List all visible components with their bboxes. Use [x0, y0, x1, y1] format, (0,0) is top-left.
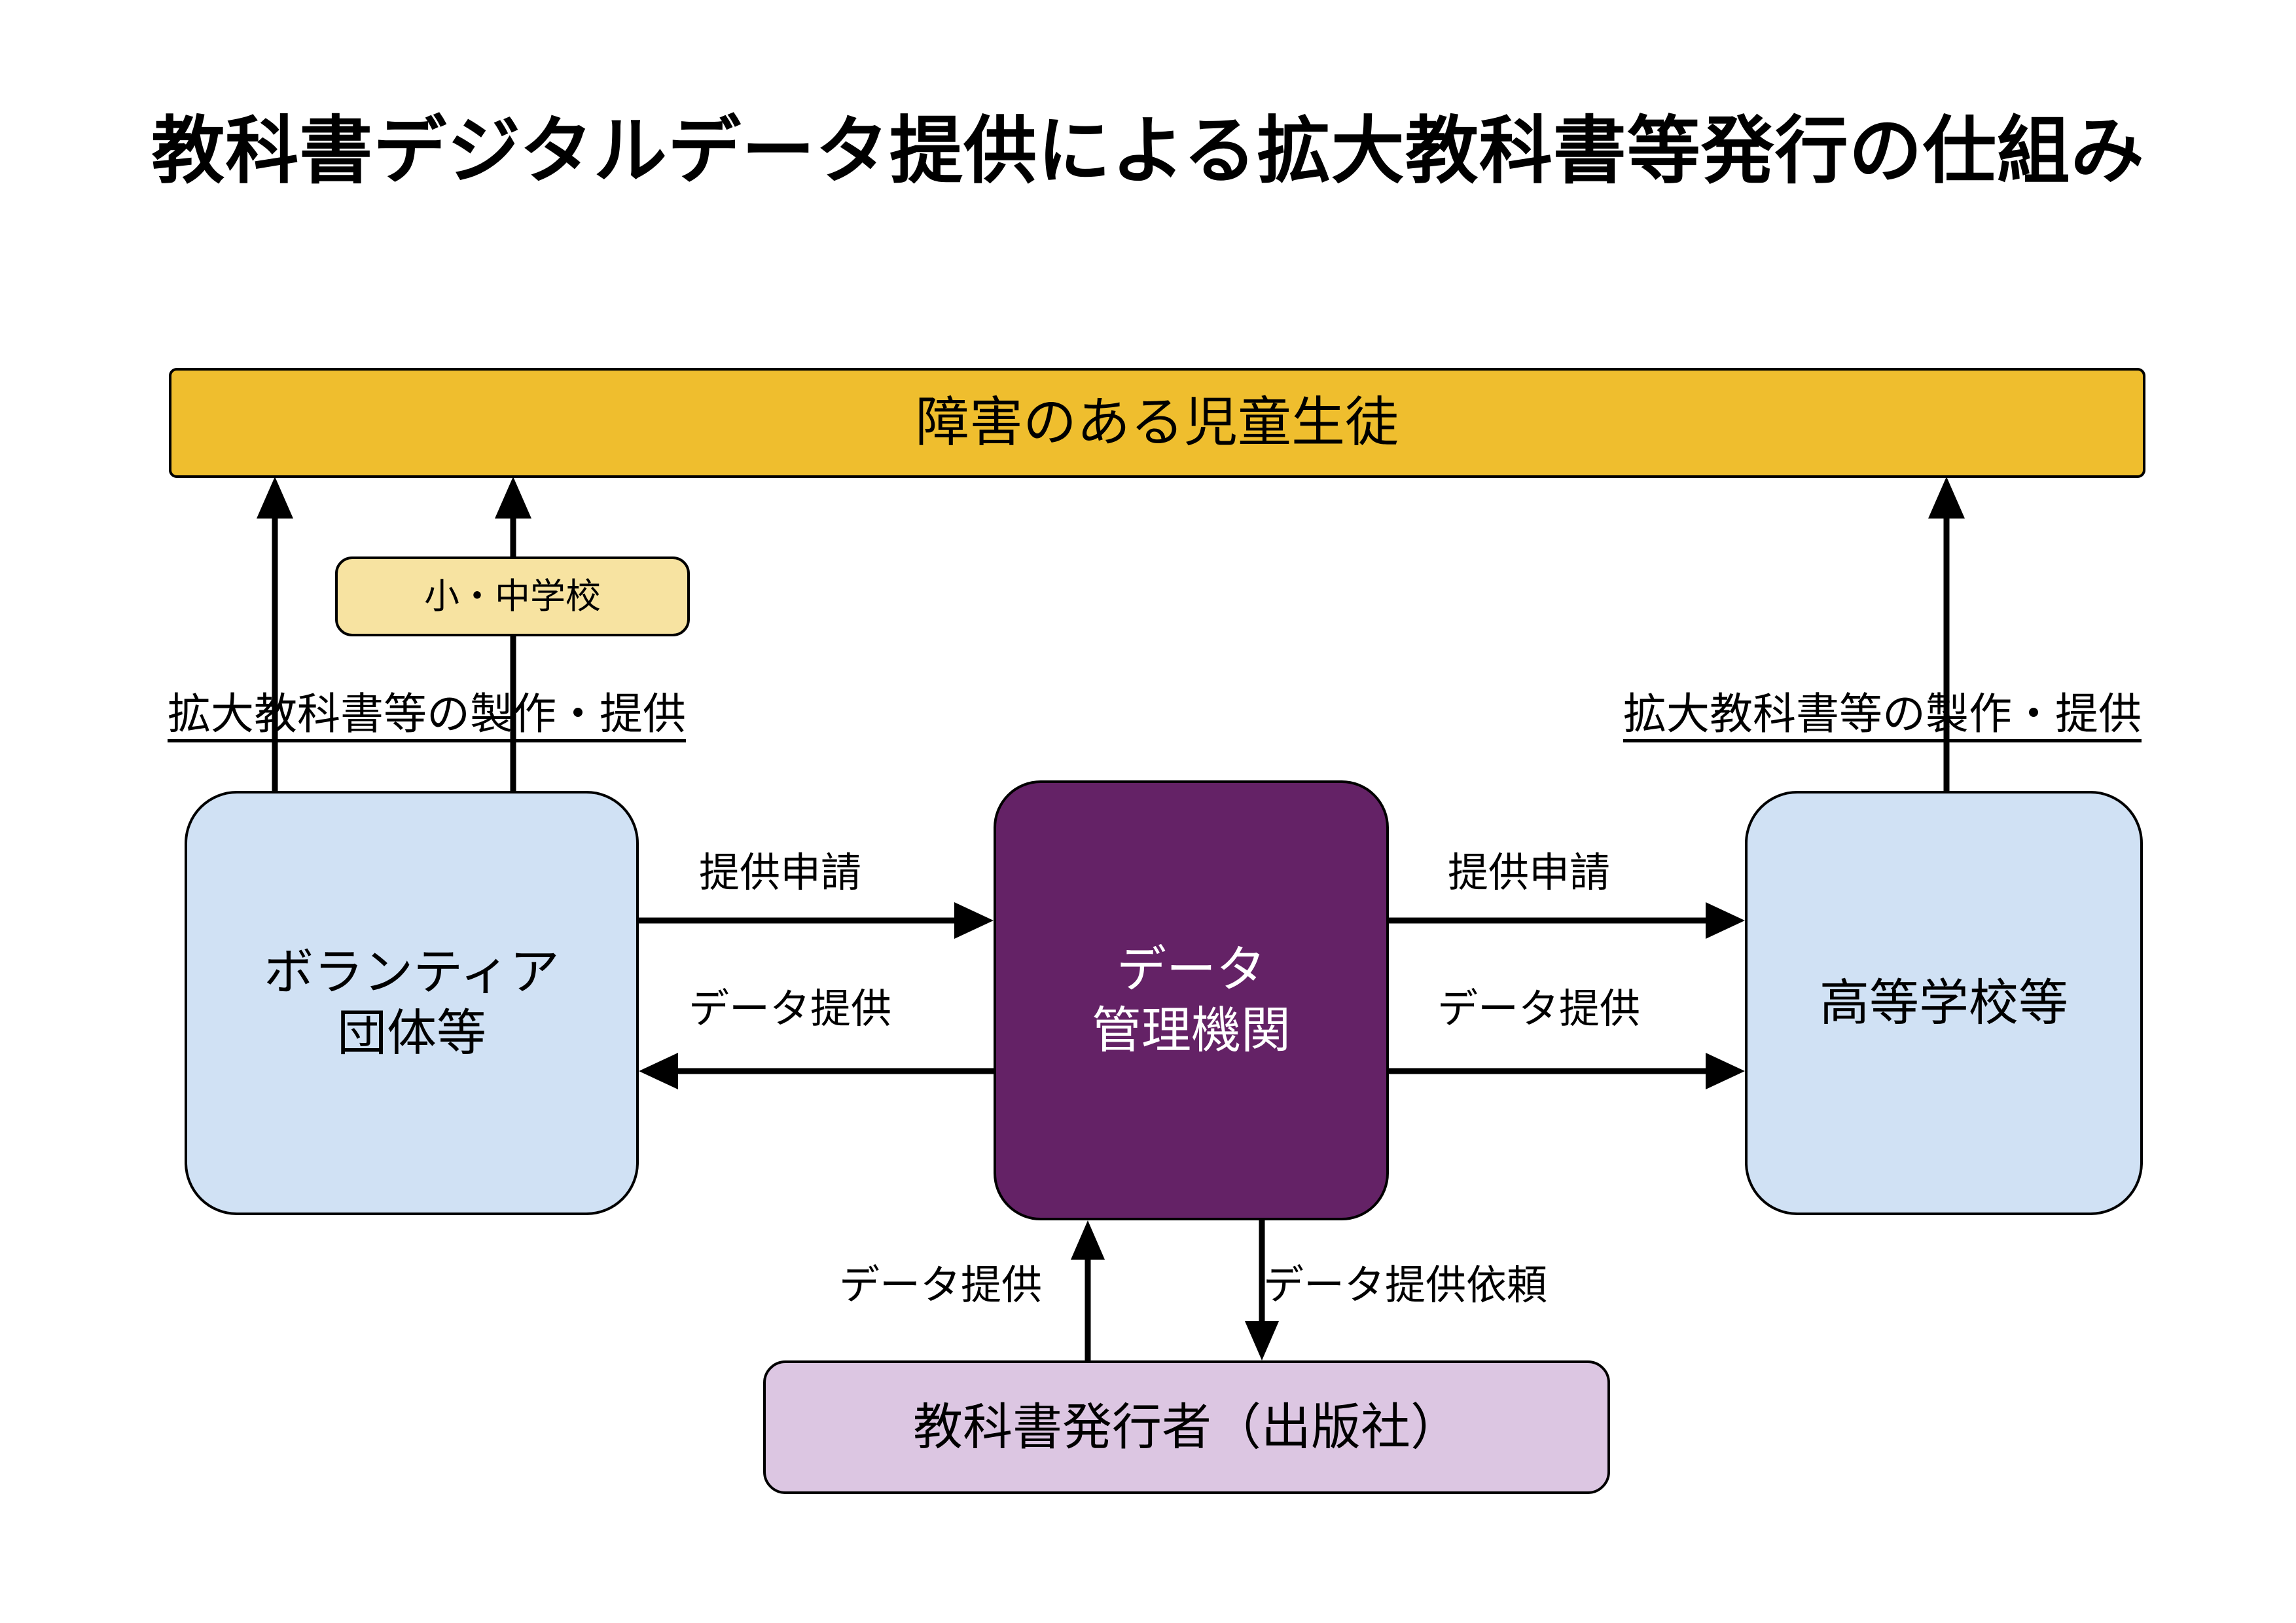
edge-label-provide-right: データ提供: [1437, 985, 1641, 1032]
node-data-org-line2: 管理機関: [1092, 1001, 1291, 1059]
node-students[interactable]: 障害のある児童生徒: [169, 368, 2145, 478]
arrow-provide-publisher: [1071, 1220, 1105, 1360]
edge-label-make-provide-right: 拡大教科書等の製作・提供: [1623, 689, 2142, 739]
arrow-highschool-to-students: [1928, 477, 1965, 791]
arrow-volunteer-to-students-a: [257, 477, 293, 791]
arrow-provide-left: [639, 1053, 994, 1089]
node-data-org-line1: データ: [1117, 940, 1266, 999]
page-title: 教科書デジタルデータ提供による拡大教科書等発行の仕組み: [151, 109, 2145, 194]
node-high-school[interactable]: 高等学校等: [1745, 791, 2143, 1215]
node-elementary-junior-high-school[interactable]: 小・中学校: [335, 556, 690, 636]
edge-label-provide-publisher: データ提供: [839, 1261, 1043, 1309]
edge-label-request-publisher: データ提供依頼: [1263, 1261, 1548, 1309]
node-volunteer-line2: 団体等: [336, 1004, 486, 1062]
edge-label-make-provide-left: 拡大教科書等の製作・提供: [168, 689, 686, 739]
node-textbook-publisher[interactable]: 教科書発行者（出版社）: [763, 1360, 1610, 1494]
node-data-management-organization[interactable]: データ 管理機関: [994, 780, 1389, 1220]
node-volunteer-group[interactable]: ボランティア 団体等: [185, 791, 639, 1215]
arrow-apply-left: [639, 902, 994, 939]
edge-label-apply-left: 提供申請: [699, 848, 862, 896]
arrow-provide-right: [1389, 1053, 1745, 1089]
node-volunteer-line1: ボランティア: [264, 943, 560, 1002]
edge-label-provide-left: データ提供: [689, 985, 892, 1032]
edge-label-apply-right: 提供申請: [1448, 848, 1611, 896]
arrow-apply-right: [1389, 902, 1745, 939]
